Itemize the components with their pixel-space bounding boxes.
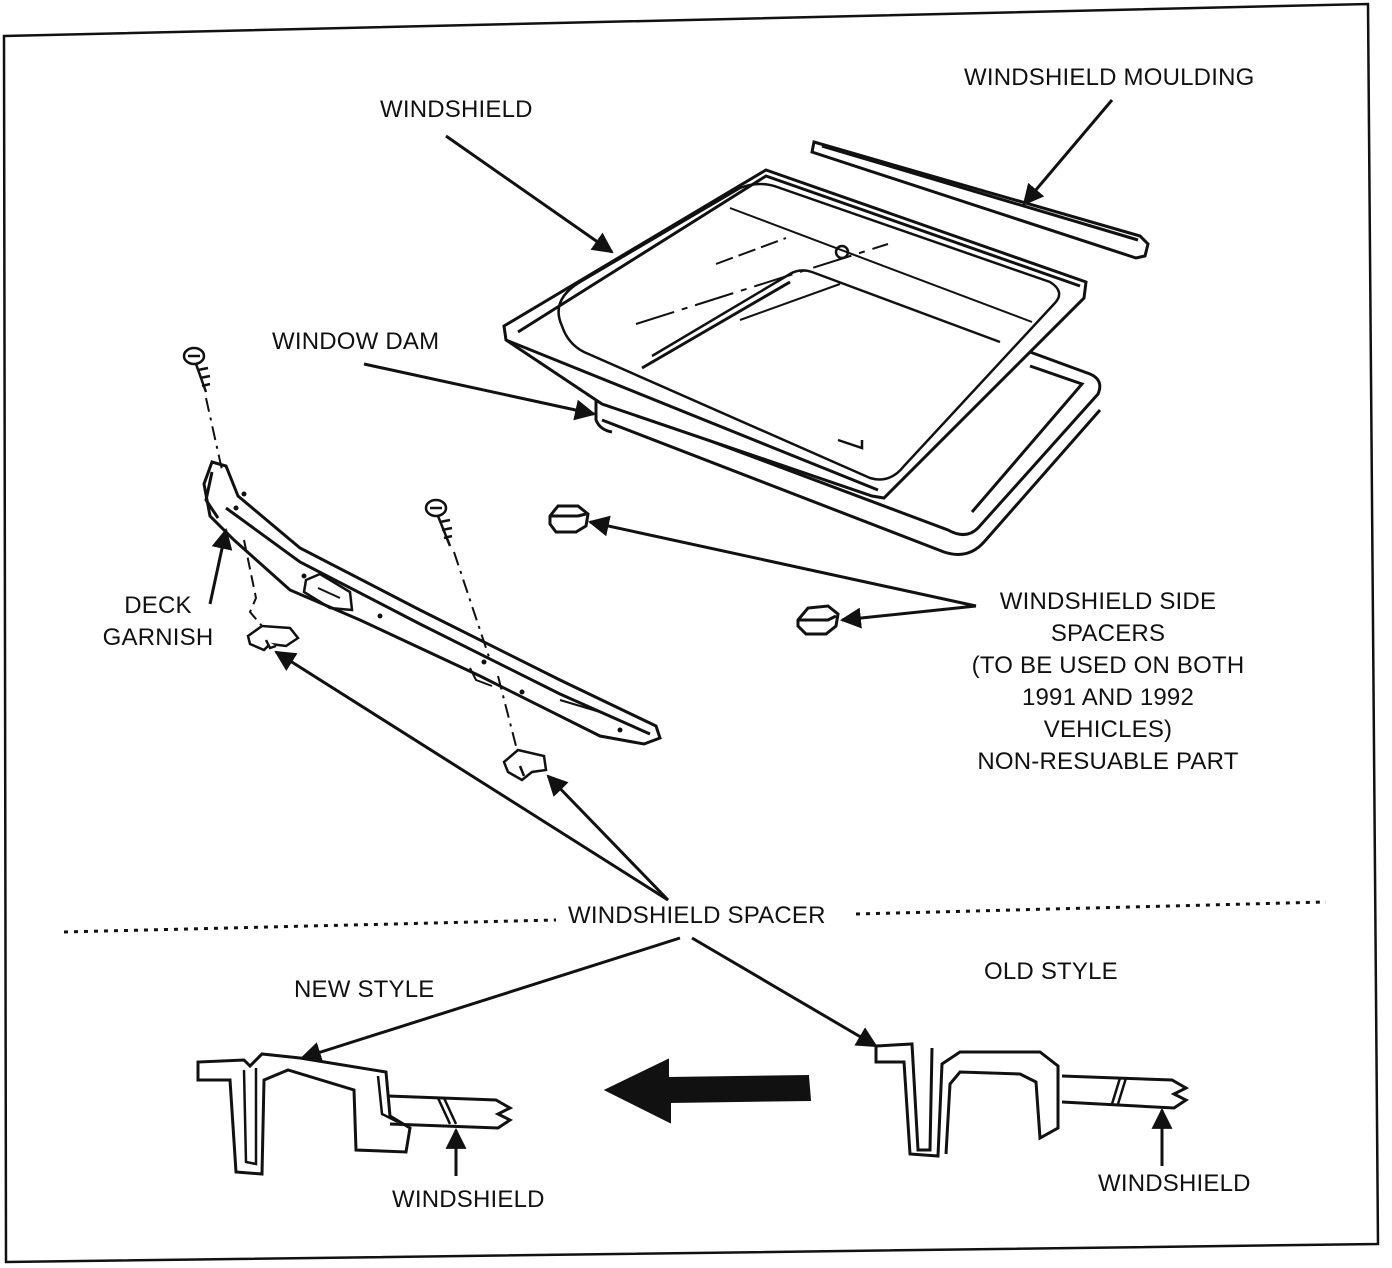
screw-axis-right (453, 551, 517, 747)
leader-lines (208, 99, 1173, 1176)
side-spacer-parts (548, 504, 840, 636)
windshield-glass-part (502, 168, 1088, 500)
new-style-label: NEW STYLE (294, 976, 435, 1003)
screw-axis-left (205, 397, 223, 471)
new-style-windshield-label: WINDSHIELD (392, 1186, 545, 1213)
garnish-holes (233, 491, 623, 733)
windshield-moulding-part (810, 140, 1150, 260)
spacer-clip-right (502, 748, 548, 782)
new-style-section (196, 1052, 514, 1176)
section-divider (63, 900, 1327, 934)
old-style-label: OLD STYLE (984, 958, 1118, 985)
screw-left (182, 346, 211, 393)
old-style-section (874, 1042, 1190, 1158)
side-spacers-label: WINDSHIELD SIDE SPACERS (TO BE USED ON B… (971, 588, 1245, 775)
deck-garnish-label: DECK GARNISH (102, 592, 214, 651)
windshield-spacer-label: WINDSHIELD SPACER (568, 902, 826, 929)
windshield-moulding-label: WINDSHIELD MOULDING (964, 64, 1255, 91)
old-style-windshield-label: WINDSHIELD (1098, 1170, 1251, 1197)
windshield-label: WINDSHIELD (380, 96, 533, 123)
deck-garnish-part (202, 460, 662, 746)
direction-arrow (603, 1058, 812, 1124)
screw-right (424, 498, 453, 547)
window-dam-label: WINDOW DAM (272, 328, 440, 355)
spacer-clip-left (246, 624, 300, 652)
clip-axis-left (243, 539, 263, 627)
